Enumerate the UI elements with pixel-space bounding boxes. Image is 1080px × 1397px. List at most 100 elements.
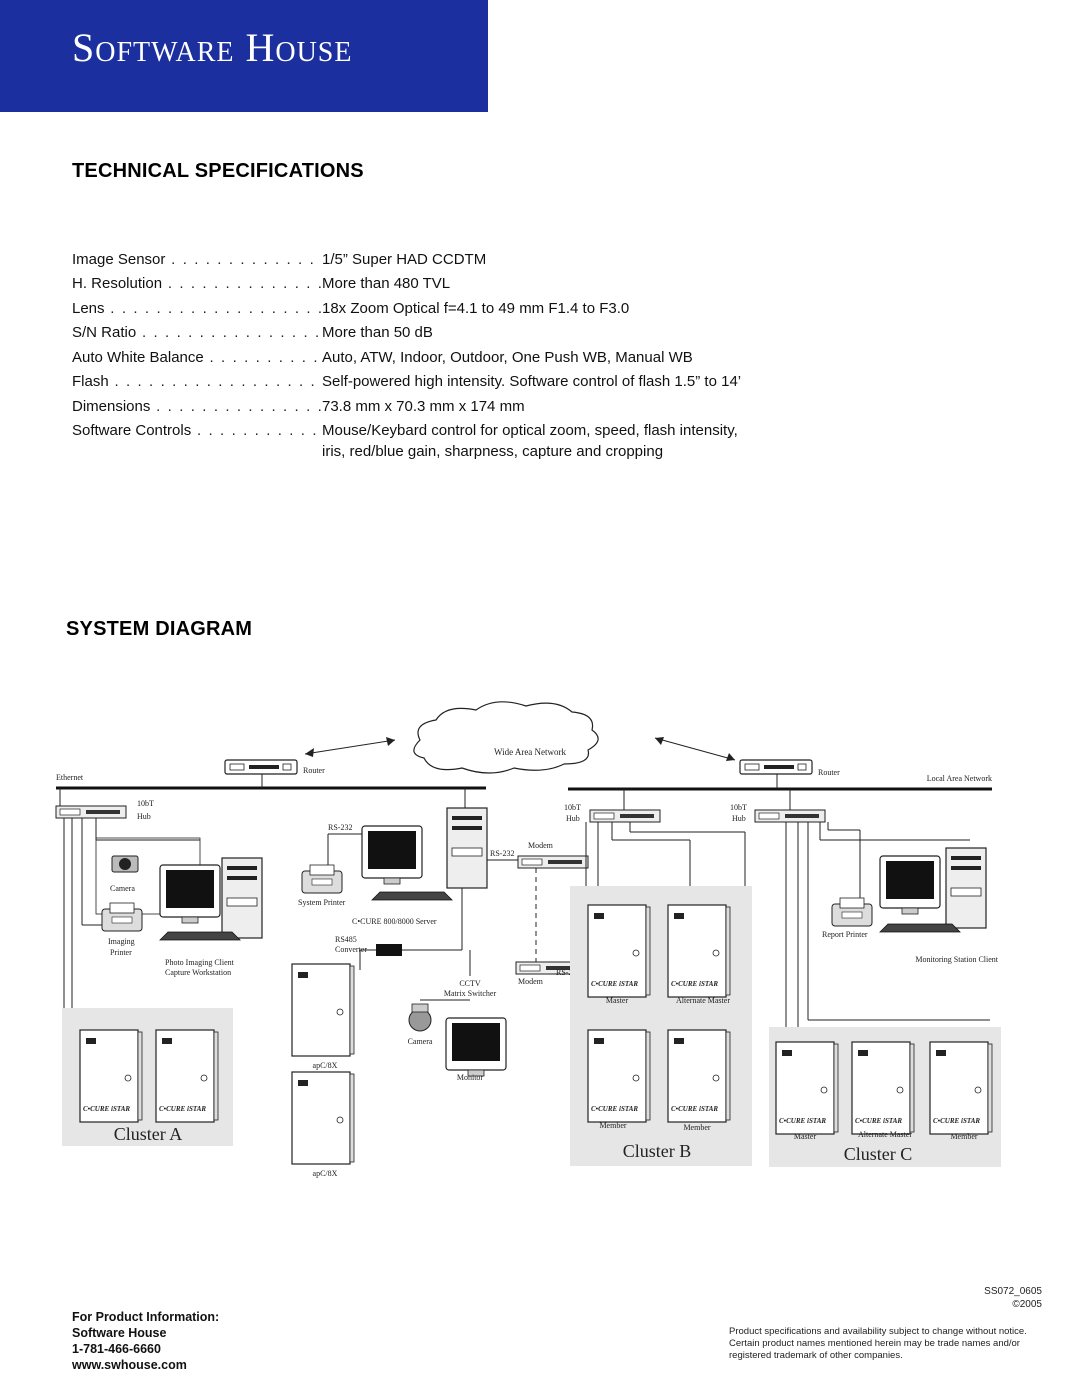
monitoring-keyboard: [879, 923, 961, 933]
imaging-printer-icon: [101, 902, 143, 932]
phone-number: 1-781-466-6660: [72, 1342, 161, 1356]
svg-text:C•CURE: C•CURE: [591, 1105, 618, 1113]
photo-tower: [221, 857, 263, 939]
apc-label: apC/8X: [313, 1169, 338, 1178]
spec-label: Dimensions . . . . . . . . . . . . . . .…: [72, 397, 322, 415]
monitoring-tower: [945, 847, 987, 929]
member-label: Member: [683, 1123, 710, 1132]
photo-client-label: Photo Imaging Client: [165, 958, 235, 967]
spec-value: 18x Zoom Optical f=4.1 to 49 mm F1.4 to …: [322, 299, 630, 317]
dome-camera-icon: [408, 1003, 432, 1032]
lan-label: Local Area Network: [927, 774, 992, 783]
spec-row: S/N Ratio . . . . . . . . . . . . . . . …: [72, 321, 741, 346]
spec-label: H. Resolution . . . . . . . . . . . . . …: [72, 275, 322, 293]
product-info-heading: For Product Information:: [72, 1310, 220, 1324]
camera-label: Camera: [408, 1037, 433, 1046]
hub-label: 10bT: [730, 803, 747, 812]
system-printer-icon: [301, 864, 343, 894]
svg-text:iSTAR: iSTAR: [619, 1105, 638, 1113]
hub-label: Hub: [137, 812, 151, 821]
router-label: Router: [818, 768, 840, 777]
modem-label: Modem: [528, 841, 554, 850]
apc-panel: [291, 963, 355, 1057]
spec-row: Flash . . . . . . . . . . . . . . . . . …: [72, 370, 741, 395]
spec-value: More than 480 TVL: [322, 275, 451, 293]
server-label: C•CURE 800/8000 Server: [352, 917, 437, 926]
hub-cluster-b: [589, 809, 661, 823]
monitoring-client-label: Monitoring Station Client: [915, 955, 998, 964]
svg-text:C•CURE: C•CURE: [591, 980, 618, 988]
cctv-label: CCTV: [459, 979, 481, 988]
spec-row: Dimensions . . . . . . . . . . . . . . .…: [72, 394, 741, 419]
hub-cluster-c: [754, 809, 826, 823]
website-link[interactable]: www.swhouse.com: [72, 1358, 187, 1372]
modem-label: Modem: [518, 977, 544, 986]
member-label: Member: [950, 1132, 977, 1141]
imaging-label: Imaging: [108, 937, 135, 946]
cluster-c-label: Cluster C: [844, 1144, 913, 1164]
svg-text:iSTAR: iSTAR: [187, 1105, 206, 1113]
hub-left: [55, 805, 127, 819]
brand-banner: Software House: [0, 0, 488, 112]
spec-row: Auto White Balance . . . . . . . . . . .…: [72, 345, 741, 370]
spec-label: S/N Ratio . . . . . . . . . . . . . . . …: [72, 324, 322, 342]
rs232-label: RS-232: [490, 849, 514, 858]
router-right: [739, 759, 813, 775]
alternate-master-label: Alternate Master: [858, 1130, 912, 1139]
cluster-b-label: Cluster B: [623, 1141, 692, 1161]
spec-value: More than 50 dB: [322, 324, 433, 342]
router-left: [224, 759, 298, 775]
diagram-heading: SYSTEM DIAGRAM: [66, 618, 253, 640]
system-printer-label: System Printer: [298, 898, 346, 907]
photo-monitor: [159, 864, 221, 924]
report-printer-label: Report Printer: [822, 930, 868, 939]
spec-label: Software Controls . . . . . . . . . . . …: [72, 422, 322, 440]
spec-row: Image Sensor . . . . . . . . . . . . . .…: [72, 247, 741, 272]
svg-text:iSTAR: iSTAR: [619, 980, 638, 988]
rs232-label: RS-232: [556, 968, 580, 977]
master-label: Master: [606, 996, 629, 1005]
member-label: Member: [599, 1121, 626, 1130]
system-diagram: Wide Area Network Router Router Ethernet…: [55, 701, 1001, 1178]
master-label: Master: [794, 1132, 817, 1141]
svg-text:C•CURE: C•CURE: [779, 1117, 806, 1125]
modem-top: [517, 855, 589, 869]
spec-value: Self-powered high intensity. Software co…: [322, 373, 742, 391]
brand-logo: Software House: [72, 25, 353, 70]
spec-row: Software Controls . . . . . . . . . . . …: [72, 419, 741, 444]
report-printer-icon: [831, 897, 873, 927]
svg-text:C•CURE: C•CURE: [159, 1105, 186, 1113]
hub-label: 10bT: [564, 803, 581, 812]
camera-icon: [111, 855, 139, 873]
photo-keyboard: [159, 931, 241, 941]
spec-value-continuation: iris, red/blue gain, sharpness, capture …: [322, 443, 664, 460]
spec-value: 1/5” Super HAD CCDTM: [322, 250, 487, 268]
document-code: SS072_0605 ©2005: [984, 1286, 1042, 1310]
spec-label: Lens . . . . . . . . . . . . . . . . . .…: [72, 299, 322, 317]
server-keyboard: [371, 891, 453, 901]
server-tower: [446, 807, 488, 889]
spec-row: H. Resolution . . . . . . . . . . . . . …: [72, 272, 741, 297]
svg-text:iSTAR: iSTAR: [699, 980, 718, 988]
hub-label: 10bT: [137, 799, 154, 808]
svg-text:iSTAR: iSTAR: [961, 1117, 980, 1125]
alternate-master-label: Alternate Master: [676, 996, 730, 1005]
converter-label: Converter: [335, 945, 367, 954]
spec-label: Flash . . . . . . . . . . . . . . . . . …: [72, 373, 322, 391]
spec-value: Auto, ATW, Indoor, Outdoor, One Push WB,…: [322, 348, 693, 366]
svg-text:iSTAR: iSTAR: [883, 1117, 902, 1125]
cctv-monitor: [445, 1017, 507, 1077]
svg-text:iSTAR: iSTAR: [699, 1105, 718, 1113]
printer-label: Printer: [110, 948, 132, 957]
svg-text:C•CURE: C•CURE: [671, 1105, 698, 1113]
matrix-switcher-label: Matrix Switcher: [444, 989, 497, 998]
server-monitor: [361, 825, 423, 885]
spec-value: Mouse/Keybard control for optical zoom, …: [322, 422, 738, 440]
svg-text:C•CURE: C•CURE: [83, 1105, 110, 1113]
spec-row: Lens . . . . . . . . . . . . . . . . . .…: [72, 296, 741, 321]
spec-list: Image Sensor . . . . . . . . . . . . . .…: [72, 247, 741, 465]
company-name: Software House: [72, 1326, 167, 1340]
rs232-label: RS-232: [328, 823, 352, 832]
camera-label: Camera: [110, 884, 135, 893]
disclaimer: Product specifications and availability …: [729, 1326, 1027, 1361]
